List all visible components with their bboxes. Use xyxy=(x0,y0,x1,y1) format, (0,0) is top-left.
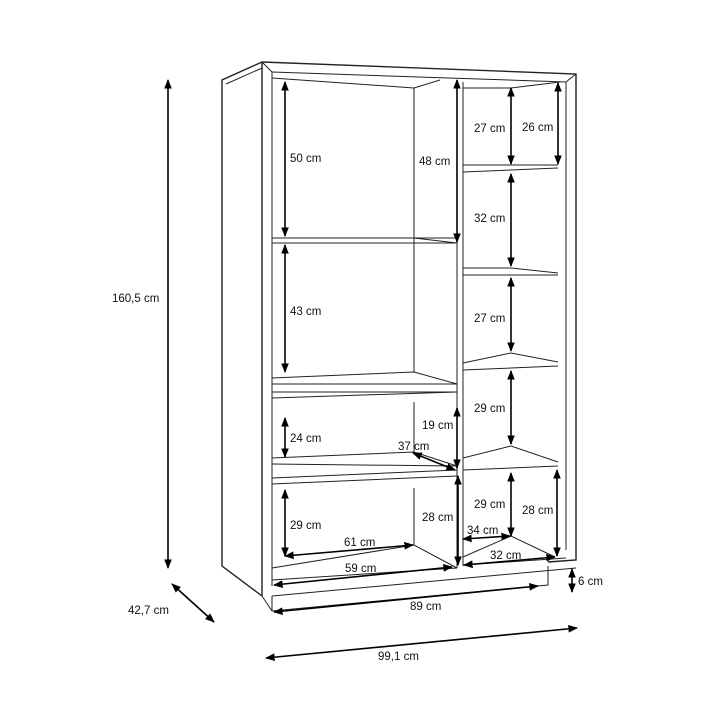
label-left-top-back: 48 cm xyxy=(419,156,450,168)
cabinet-outline xyxy=(221,61,577,612)
label-width-total: 99,1 cm xyxy=(378,651,419,663)
label-right-shelf3: 27 cm xyxy=(474,313,505,325)
label-width-inner: 89 cm xyxy=(410,601,441,613)
label-left-bottom-back: 28 cm xyxy=(422,512,453,524)
label-height-total: 160,5 cm xyxy=(112,293,159,305)
label-right-shelf4: 29 cm xyxy=(474,403,505,415)
label-plinth-height: 6 cm xyxy=(578,576,603,588)
dimension-arrows xyxy=(164,79,578,661)
label-left-drawer-depth: 37 cm xyxy=(398,441,429,453)
label-left-top: 50 cm xyxy=(290,153,321,165)
label-left-drawer-gap: 24 cm xyxy=(290,433,321,445)
label-left-bottom: 29 cm xyxy=(290,520,321,532)
label-right-width: 32 cm xyxy=(490,550,521,562)
label-right-shelf5-back: 28 cm xyxy=(522,505,553,517)
label-left-drawer-back: 19 cm xyxy=(422,420,453,432)
label-left-middle: 43 cm xyxy=(290,306,321,318)
label-right-depth: 34 cm xyxy=(467,525,498,537)
label-left-depth: 61 cm xyxy=(344,537,375,549)
label-right-shelf1-back: 26 cm xyxy=(522,122,553,134)
label-right-shelf2: 32 cm xyxy=(474,213,505,225)
label-depth-total: 42,7 cm xyxy=(128,605,169,617)
label-right-shelf1: 27 cm xyxy=(474,123,505,135)
label-left-width: 59 cm xyxy=(345,563,376,575)
label-right-shelf5: 29 cm xyxy=(474,499,505,511)
dimension-labels: 160,5 cm 42,7 cm 99,1 cm 89 cm 6 cm 50 c… xyxy=(112,122,603,663)
